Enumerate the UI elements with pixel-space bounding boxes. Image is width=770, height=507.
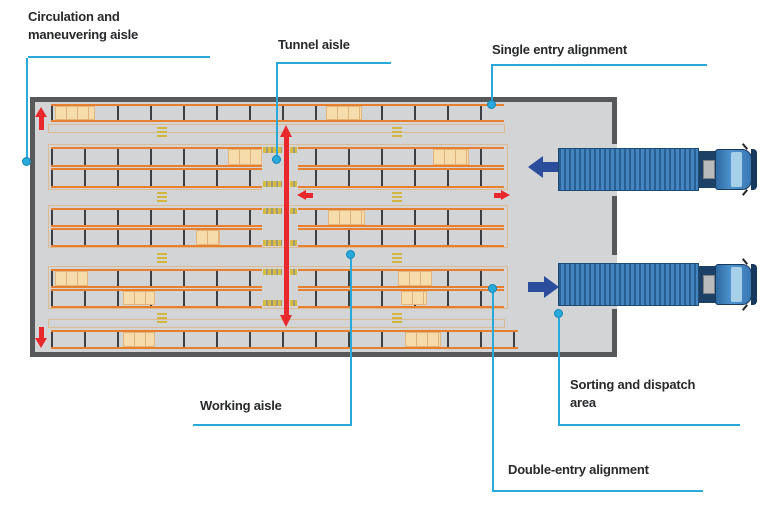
- callout-line: [491, 66, 493, 101]
- warehouse-floor: [30, 97, 617, 357]
- left-arrow-shaft: [305, 193, 313, 198]
- truck-trailer: [558, 263, 699, 306]
- callout-dot-icon: [488, 284, 497, 293]
- right-arrow-shaft: [494, 193, 502, 198]
- callout-line: [193, 424, 352, 426]
- callout-dot-icon: [346, 250, 355, 259]
- tunnel-arrow-down-head-icon: [280, 315, 292, 327]
- outbound-arrow-shaft: [528, 282, 545, 292]
- tunnel-hatch-marking: [263, 300, 282, 306]
- outbound-arrow-icon: [544, 276, 559, 298]
- truck-mirror: [741, 304, 749, 311]
- pallet-group: [433, 149, 469, 165]
- callout-line: [558, 318, 560, 424]
- rack-row3-outline: [48, 266, 508, 309]
- tunnel-hatch-marking: [263, 181, 282, 187]
- pallet-group: [405, 332, 441, 347]
- pallet-group: [123, 291, 155, 305]
- wall-top: [30, 97, 617, 102]
- tunnel-hatch-marking: [290, 269, 297, 275]
- callout-dot-icon: [22, 157, 31, 166]
- crosswalk-marking: [157, 252, 167, 263]
- right-arrow-icon: [501, 190, 510, 200]
- pallet-group: [55, 271, 88, 286]
- crosswalk-marking: [157, 126, 167, 137]
- tunnel-hatch-marking: [263, 147, 282, 153]
- tunnel-hatch-marking: [263, 269, 282, 275]
- truck-trailer: [558, 148, 699, 191]
- truck-bumper: [751, 149, 757, 190]
- callout-line: [28, 56, 210, 58]
- label-single-entry: Single entry alignment: [492, 42, 628, 57]
- wall-right-middle: [612, 196, 617, 255]
- callout-line: [491, 64, 707, 66]
- callout-dot-icon: [554, 309, 563, 318]
- inbound-arrow-shaft: [542, 162, 559, 172]
- pallet-group: [196, 230, 220, 245]
- rack-row-bottom: [51, 330, 518, 349]
- truck-hitch-plate: [703, 160, 715, 179]
- pallet-group: [326, 106, 362, 120]
- tunnel-hatch-marking: [263, 208, 282, 214]
- callout-line: [492, 490, 703, 492]
- tunnel-hatch-marking: [290, 147, 297, 153]
- pallet-group: [398, 271, 432, 286]
- wall-bottom: [30, 352, 617, 357]
- up-arrow-shaft: [39, 116, 44, 130]
- left-arrow-icon: [297, 190, 306, 200]
- callout-line: [492, 293, 494, 490]
- tunnel-hatch-marking: [290, 240, 297, 246]
- wall-right-upper: [612, 97, 617, 144]
- pallet-group: [55, 106, 95, 120]
- pallet-group: [328, 210, 365, 225]
- truck-windshield: [731, 152, 742, 187]
- pallet-group: [401, 291, 427, 305]
- callout-line: [26, 58, 28, 159]
- pallet-group: [228, 149, 262, 165]
- callout-dot-icon: [487, 100, 496, 109]
- up-arrow-icon: [35, 107, 47, 117]
- inbound-truck-icon: [558, 143, 758, 196]
- truck-windshield: [731, 267, 742, 302]
- truck-hitch-plate: [703, 275, 715, 294]
- down-arrow-shaft: [39, 327, 44, 339]
- wall-left: [30, 97, 35, 357]
- crosswalk-marking: [392, 191, 402, 202]
- crosswalk-marking: [157, 312, 167, 323]
- tunnel-double-arrow-icon: [284, 136, 289, 316]
- tunnel-hatch-marking: [290, 208, 297, 214]
- tunnel-hatch-marking: [290, 300, 297, 306]
- outbound-truck-icon: [558, 258, 758, 311]
- label-circulation-aisle: Circulation and maneuvering aisle: [28, 9, 139, 42]
- callout-line: [276, 64, 278, 156]
- label-sorting-dispatch: Sorting and dispatch area: [570, 377, 696, 410]
- label-working-aisle: Working aisle: [200, 398, 282, 413]
- crosswalk-marking: [392, 312, 402, 323]
- label-double-entry: Double-entry alignment: [508, 462, 649, 477]
- tunnel-hatch-marking: [263, 240, 282, 246]
- truck-mirror: [741, 189, 749, 196]
- tunnel-arrow-up-head-icon: [280, 125, 292, 137]
- label-tunnel-aisle: Tunnel aisle: [278, 37, 350, 52]
- callout-line: [350, 259, 352, 424]
- truck-bumper: [751, 264, 757, 305]
- down-arrow-icon: [35, 338, 47, 348]
- callout-line: [276, 62, 391, 64]
- inbound-arrow-icon: [528, 156, 543, 178]
- rack-row-bottom-floor-marking: [48, 319, 505, 328]
- callout-line: [558, 424, 740, 426]
- rack-row2-outline: [48, 205, 508, 248]
- crosswalk-marking: [157, 191, 167, 202]
- wall-right-lower: [612, 309, 617, 357]
- pallet-group: [123, 332, 155, 347]
- tunnel-hatch-marking: [290, 181, 297, 187]
- crosswalk-marking: [392, 126, 402, 137]
- callout-dot-icon: [272, 155, 281, 164]
- crosswalk-marking: [392, 252, 402, 263]
